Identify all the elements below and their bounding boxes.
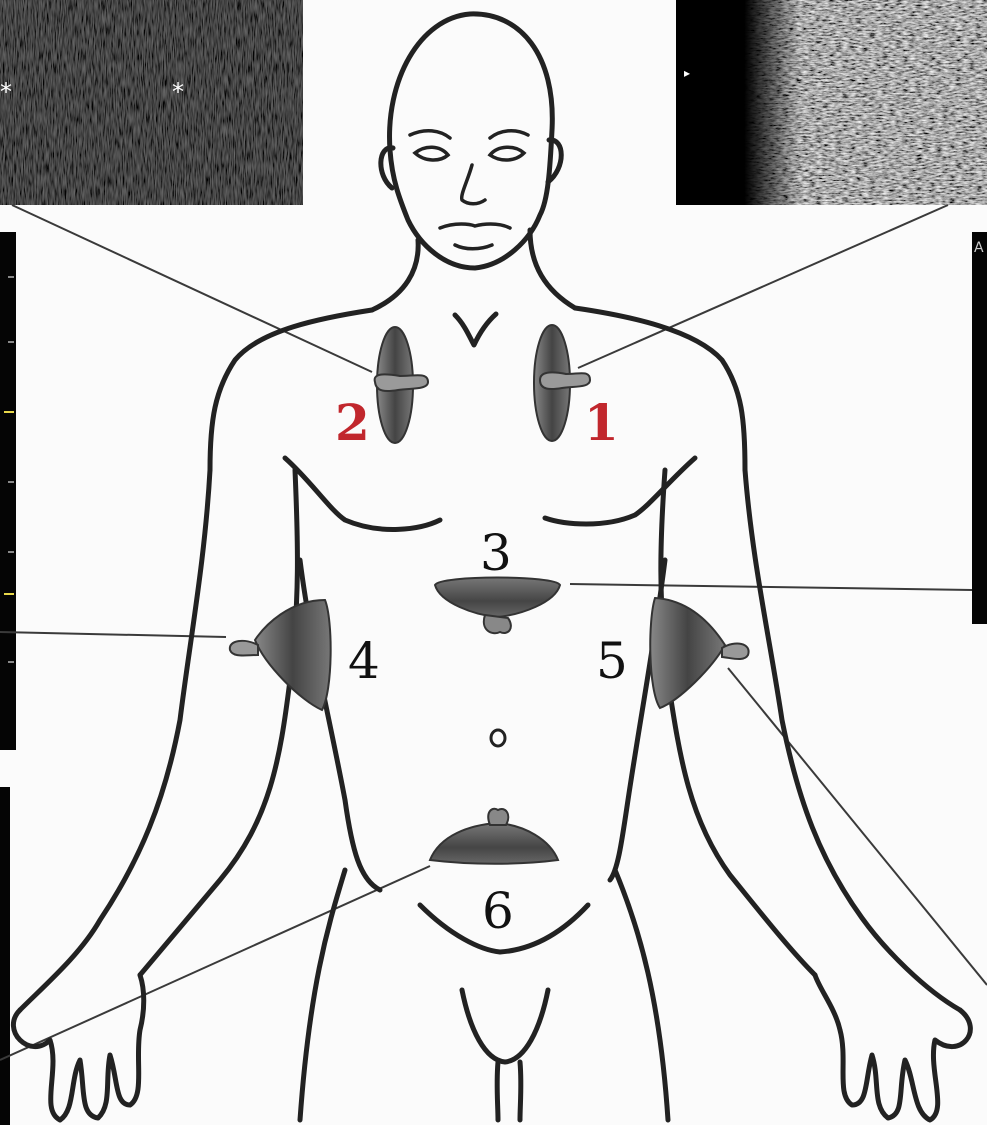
- probe-4: [230, 600, 331, 710]
- probe-label-2: 2: [335, 393, 370, 452]
- chin-line: [455, 245, 492, 249]
- arm-left-inner: [140, 470, 297, 975]
- hip-right: [615, 870, 668, 1120]
- nose: [462, 165, 485, 204]
- face-features: [410, 131, 528, 249]
- brow-right: [490, 131, 528, 138]
- probe-6: [430, 809, 558, 864]
- probe-label-6: 6: [482, 882, 514, 940]
- neck-left: [372, 240, 418, 310]
- arm-right-inner: [661, 470, 815, 975]
- genital-outline: [462, 990, 548, 1062]
- mouth: [440, 224, 510, 228]
- eye-left: [415, 147, 448, 160]
- hand-right: [815, 975, 970, 1120]
- probe-2: [375, 327, 428, 443]
- sternal-notch: [455, 314, 496, 345]
- probe-5: [650, 598, 748, 708]
- probe-label-3: 3: [480, 524, 512, 582]
- probe-label-5: 5: [596, 632, 628, 690]
- connector-line-2: [12, 205, 372, 372]
- ultrasound-probe-icon: [230, 325, 749, 864]
- brow-left: [410, 131, 450, 138]
- probe-1: [534, 325, 590, 441]
- connector-line-3: [570, 584, 972, 590]
- leg-inner-left: [497, 1062, 498, 1120]
- pectoral-left: [285, 458, 440, 529]
- probe-3: [435, 578, 560, 634]
- pectoral-right: [545, 458, 695, 524]
- navel: [491, 730, 505, 746]
- leg-inner-right: [520, 1062, 521, 1120]
- eye-right: [490, 147, 524, 160]
- probe-label-1: 1: [584, 393, 619, 452]
- connector-line-5: [728, 668, 987, 985]
- probe-label-4: 4: [348, 632, 380, 690]
- connector-line-1: [578, 205, 948, 368]
- neck-right: [530, 230, 575, 308]
